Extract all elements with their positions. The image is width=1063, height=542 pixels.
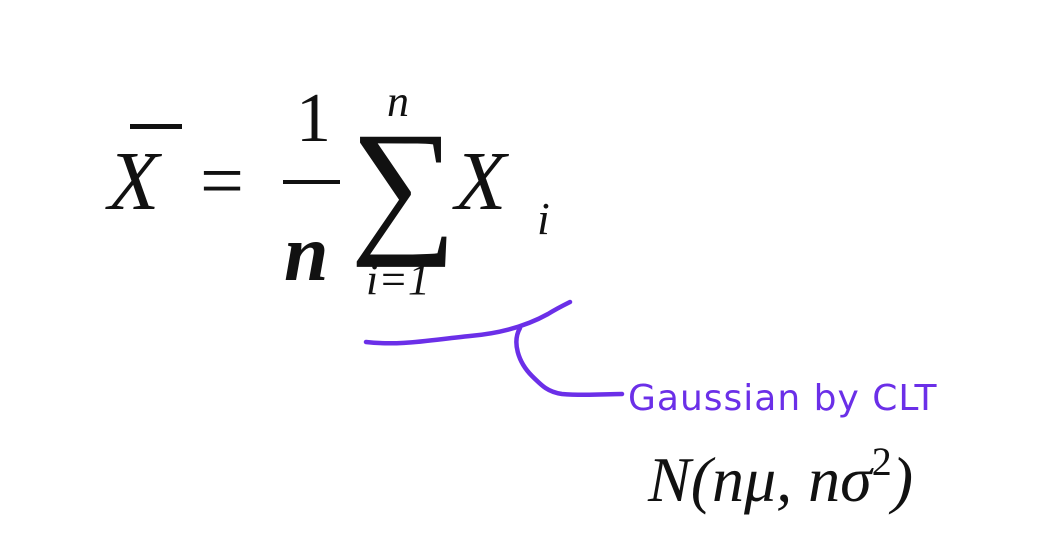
fraction-numerator: 1 xyxy=(296,80,331,157)
underline-stroke xyxy=(363,299,573,346)
sample-mean-symbol: X xyxy=(108,135,160,228)
equals-sign: = xyxy=(200,137,244,224)
summand-symbol: X xyxy=(455,135,507,228)
distribution-body: N(nμ, nσ xyxy=(648,444,872,515)
summation-sign: ∑ xyxy=(350,102,457,268)
sum-lower-limit: i=1 xyxy=(366,255,430,304)
distribution-exponent: 2 xyxy=(871,439,892,484)
sum-upper-limit: n xyxy=(387,77,409,126)
summand-subscript: i xyxy=(537,193,550,244)
fraction-denominator: n xyxy=(284,210,329,298)
pointer-stroke xyxy=(514,325,625,398)
distribution-closing: ) xyxy=(891,444,913,515)
overline-bar xyxy=(130,124,182,129)
normal-distribution-expression: N(nμ, nσ2) xyxy=(648,442,913,512)
fraction-bar xyxy=(283,180,340,184)
annotation-label: Gaussian by CLT xyxy=(628,378,938,419)
